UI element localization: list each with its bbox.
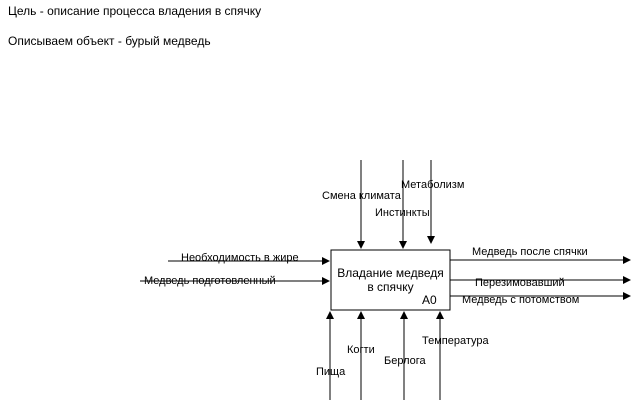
function-box-title-line1: Владание медведя <box>337 266 444 280</box>
output-label-after-hibernation: Медведь после спячки <box>472 246 588 258</box>
control-label-climate: Смена климата <box>322 190 401 202</box>
output-label-wintered: Перезимовавший <box>475 277 565 289</box>
control-label-instincts: Инстинкты <box>375 207 430 219</box>
function-box[interactable] <box>330 249 451 311</box>
function-box-title-line2: в спячку <box>367 280 414 294</box>
control-label-metabolism: Метаболизм <box>401 179 465 191</box>
output-label-with-offspring: Медведь с потомством <box>462 294 580 306</box>
function-box-code: A0 <box>422 293 437 307</box>
input-label-fat-need: Необходимость в жире <box>181 252 299 264</box>
mechanism-label-den: Берлога <box>384 355 426 367</box>
object-note: Описываем объект - бурый медведь <box>8 34 211 48</box>
input-label-prepared-bear: Медведь подготовленный <box>144 275 276 287</box>
goal-note: Цель - описание процесса владения в спяч… <box>8 4 262 18</box>
mechanism-label-temperature: Температура <box>422 335 489 347</box>
mechanism-label-claws: Когти <box>347 344 375 356</box>
mechanism-label-food: Пища <box>316 366 346 378</box>
function-box-title: Владание медведя в спячку <box>331 266 450 294</box>
